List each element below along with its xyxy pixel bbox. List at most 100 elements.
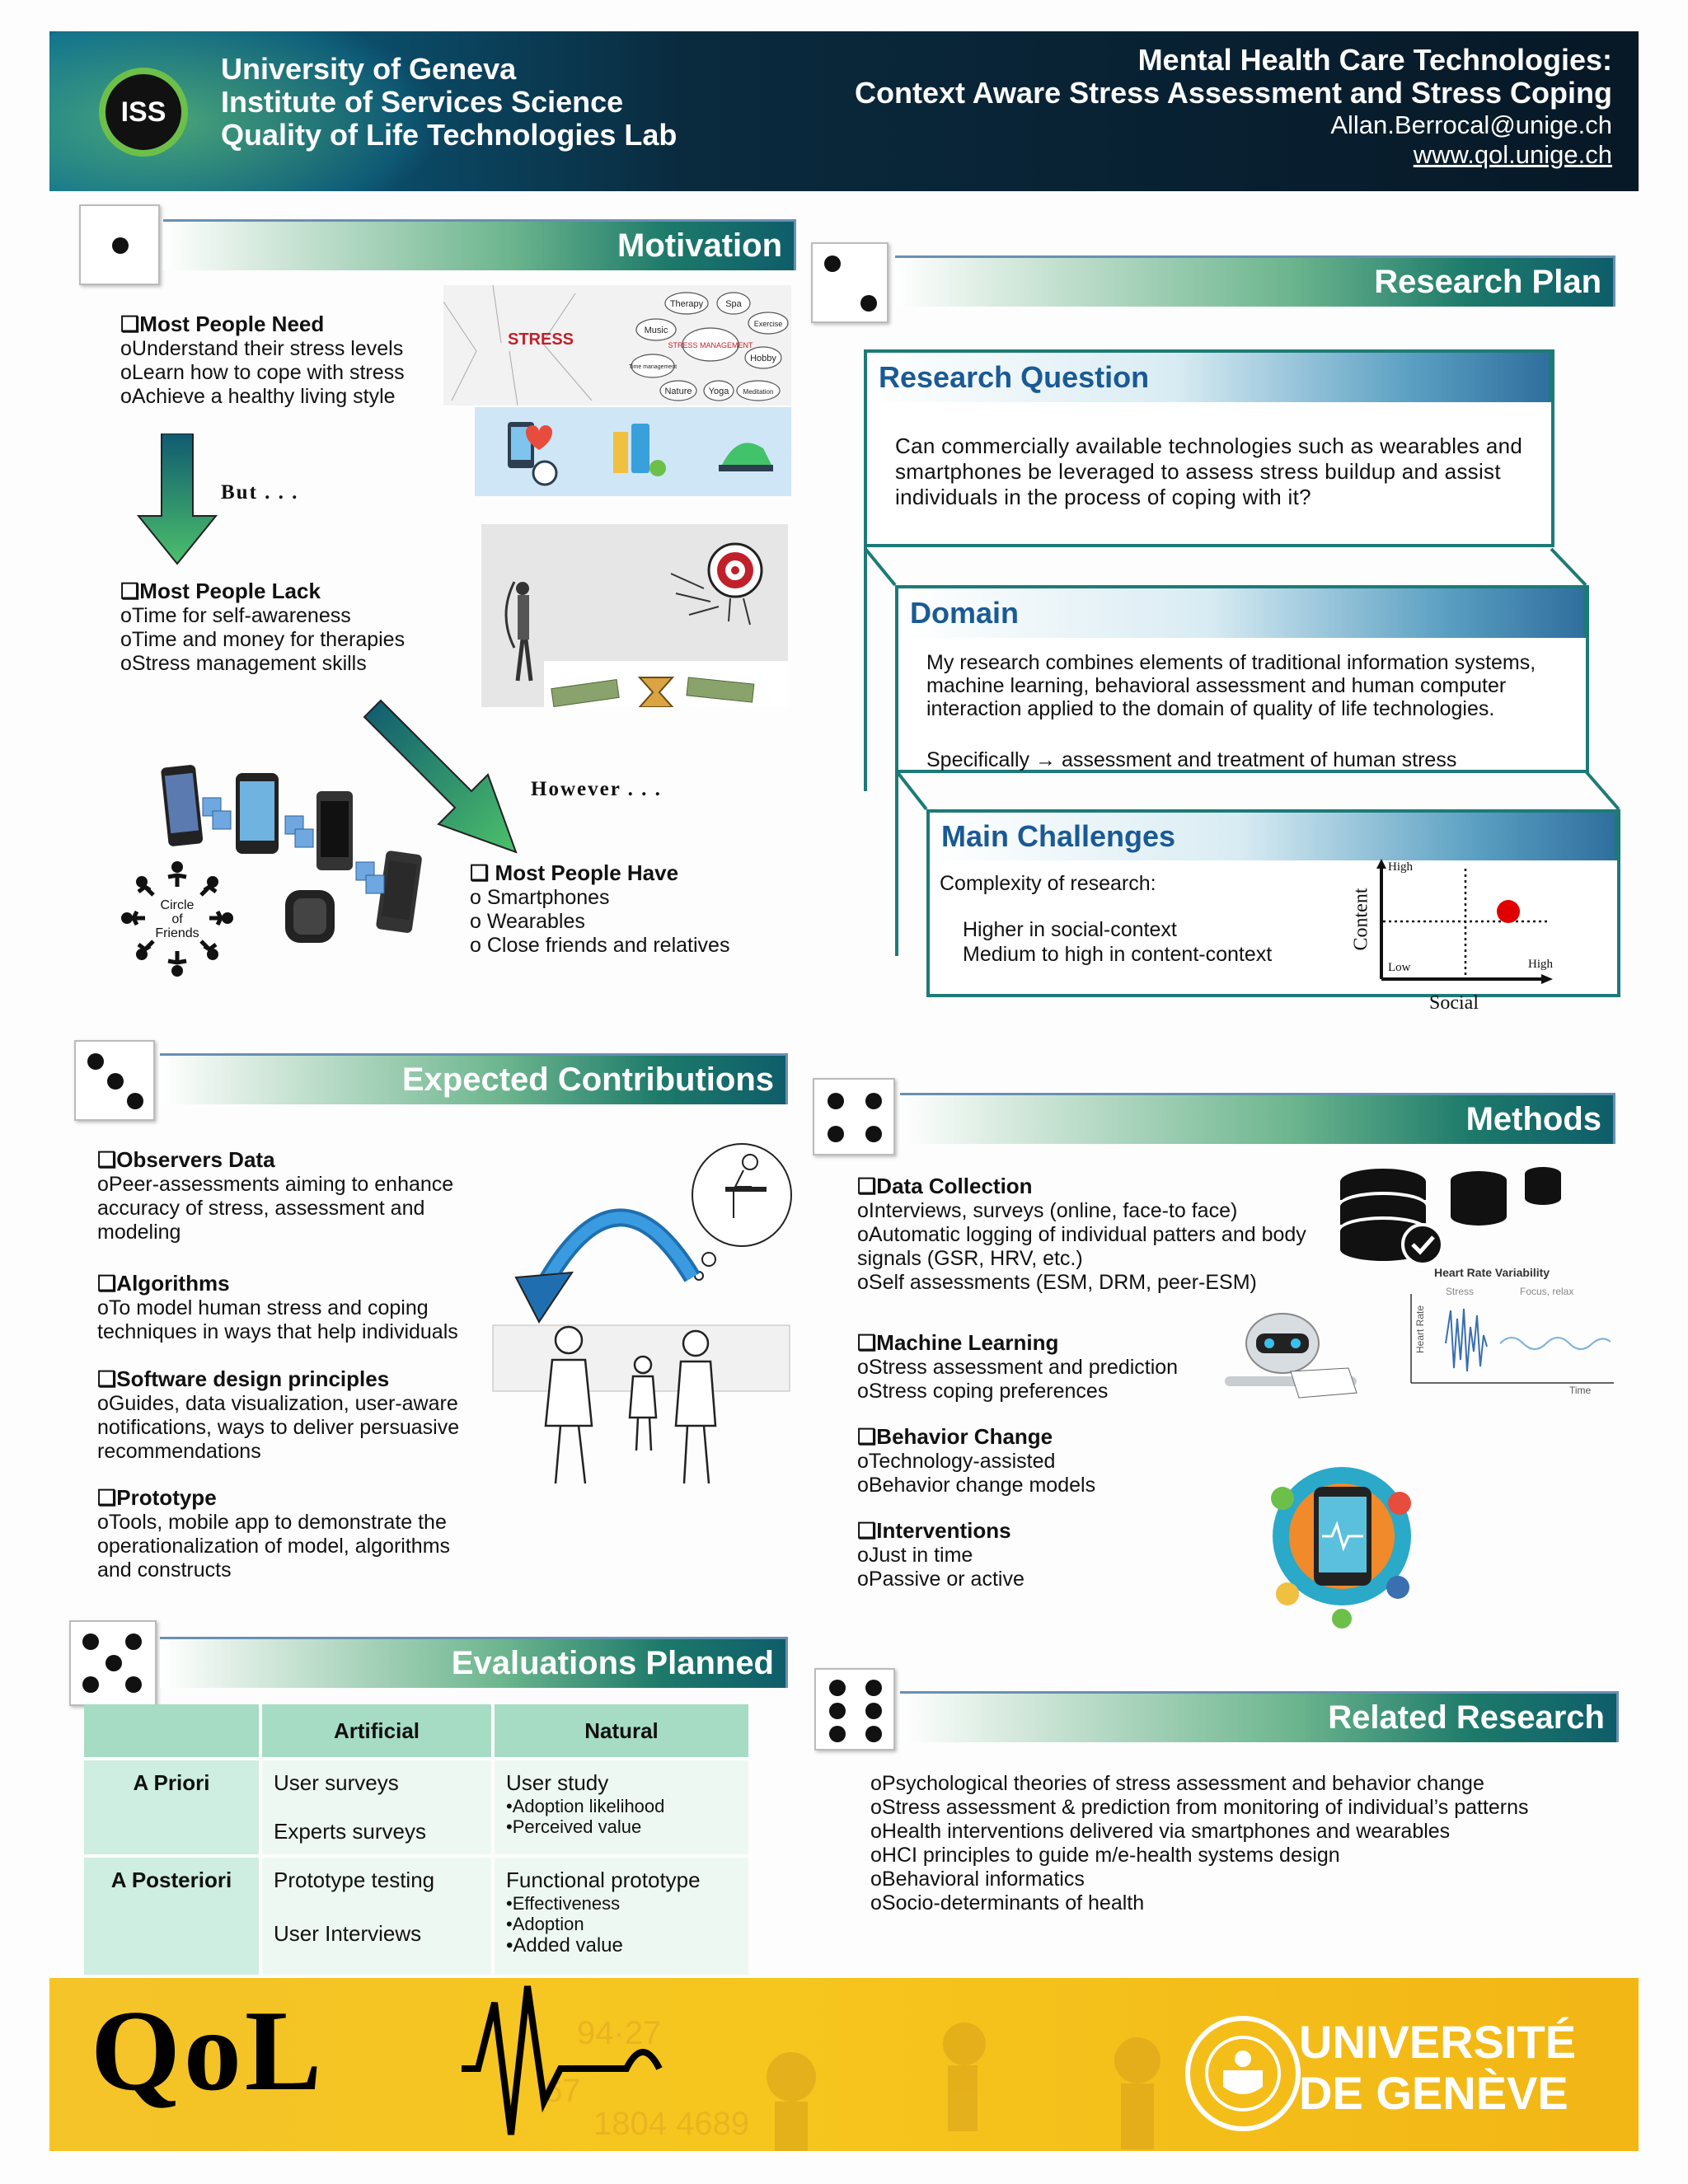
devices-image	[153, 758, 475, 974]
method-line: oBehavior change models	[857, 1474, 1096, 1497]
need-heading: ❑Most People Need	[120, 312, 325, 336]
qol-logo: QoL	[91, 1987, 326, 2115]
stress-word: STRESS	[508, 330, 574, 349]
but-label: But . . .	[221, 481, 299, 504]
hrv-x-label: Time	[1569, 1385, 1592, 1396]
evaluations-header: Evaluations Planned	[160, 1637, 788, 1688]
a-posteriori-artificial: Prototype testing User Interviews	[262, 1858, 491, 1975]
row-header-a-posteriori: A Posteriori	[84, 1858, 259, 1975]
related-item: oSocio-determinants of health	[870, 1891, 1145, 1915]
methods-header: Methods	[900, 1093, 1615, 1144]
method-line: oSelf assessments (ESM, DRM, peer-ESM)	[857, 1271, 1257, 1294]
related-item: oHealth interventions delivered via smar…	[870, 1820, 1451, 1843]
method-heading: ❑Data Collection	[857, 1174, 1033, 1198]
poster-header: ISS University of Geneva Institute of Se…	[49, 31, 1639, 191]
svg-text:94·27: 94·27	[577, 2015, 661, 2051]
website-link[interactable]: www.qol.unige.ch	[1413, 140, 1612, 169]
method-line: oAutomatic logging of individual patters…	[857, 1223, 1306, 1246]
contribution-line: modeling	[97, 1221, 181, 1244]
method-line: oTechnology-assisted	[857, 1450, 1056, 1473]
perspective-lines	[895, 770, 1620, 811]
domain-text: My research combines elements of traditi…	[926, 651, 1536, 720]
stress-word: Therapy	[670, 299, 704, 309]
table-bullet: •Added value	[506, 1934, 623, 1957]
die-two	[811, 242, 889, 323]
die-three	[74, 1040, 155, 1121]
challenges-intro: Complexity of research:	[940, 872, 1156, 895]
domain-specifically: Specifically → assessment and treatment …	[926, 748, 1457, 771]
poster-title-line-1: Mental Health Care Technologies:	[1137, 43, 1612, 77]
contributions-list: ❑Observers Data oPeer-assessments aiming…	[97, 1147, 526, 1582]
stress-word: Meditation	[743, 388, 774, 396]
related-item: oStress assessment & prediction from mon…	[870, 1796, 1529, 1819]
table-cell-text: Prototype testing	[274, 1868, 435, 1892]
lack-item: oTime and money for therapies	[120, 628, 406, 651]
perspective-lines	[864, 547, 1587, 587]
method-line: signals (GSR, HRV, etc.)	[857, 1247, 1083, 1270]
table-cell-text: User study	[506, 1770, 609, 1795]
connector-line	[864, 544, 867, 791]
stress-word: Hobby	[750, 354, 776, 363]
related-item: oPsychological theories of stress assess…	[870, 1772, 1484, 1795]
contribution-line: techniques in ways that help individuals	[97, 1320, 458, 1343]
circle-of-friends-icon: Circle of Friends	[115, 857, 239, 981]
method-line: oJust in time	[857, 1544, 973, 1567]
org-line-1: University of Geneva	[221, 52, 517, 86]
method-line: oStress coping preferences	[857, 1380, 1109, 1403]
contribution-line: and constructs	[97, 1558, 232, 1582]
stress-word: Music	[645, 326, 668, 335]
svg-text:1804 4689: 1804 4689	[593, 2106, 749, 2142]
a-priori-artificial: User surveys Experts surveys	[262, 1760, 491, 1854]
table-bullet: •Adoption likelihood	[506, 1796, 665, 1816]
research-question-heading: Research Question	[867, 353, 1551, 402]
heart-rate-variability-chart: Heart Rate Variability Stress Focus, rel…	[1404, 1261, 1622, 1403]
phone-health-image	[1258, 1454, 1428, 1637]
contribution-line: oGuides, data visualization, user-aware	[97, 1392, 458, 1415]
have-item: o Close friends and relatives	[470, 934, 730, 957]
contribution-heading: ❑Observers Data	[97, 1147, 275, 1172]
unige-name-line-1: UNIVERSITÉ	[1299, 2016, 1577, 2068]
stress-word: Yoga	[709, 387, 730, 396]
domain-heading: Domain	[898, 588, 1586, 638]
database-icon	[1337, 1162, 1568, 1269]
hrv-focus-label: Focus, relax	[1520, 1286, 1574, 1297]
contribution-heading: ❑Algorithms	[97, 1271, 230, 1296]
need-item: oLearn how to cope with stress	[120, 361, 405, 384]
connector-line	[895, 766, 898, 956]
need-item: oAchieve a healthy living style	[120, 385, 396, 408]
down-arrow-icon	[136, 433, 219, 565]
contribution-heading: ❑Software design principles	[97, 1366, 390, 1391]
contribution-line: oPeer-assessments aiming to enhance	[97, 1173, 454, 1196]
die-four	[813, 1078, 895, 1155]
axis-high-y: High	[1388, 860, 1413, 874]
robot-reading-image	[1217, 1310, 1373, 1409]
lack-item: oTime for self-awareness	[120, 604, 351, 627]
domain-box: Domain My research combines elements of …	[895, 585, 1589, 773]
stress-word: Time management	[629, 364, 677, 370]
stress-word: Exercise	[754, 320, 783, 328]
org-line-2: Institute of Services Science	[221, 85, 624, 119]
need-block: ❑Most People Need oUnderstand their stre…	[120, 312, 450, 409]
axis-low: Low	[1388, 961, 1411, 974]
challenges-item: Higher in social-context	[963, 918, 1177, 941]
contribution-line: recommendations	[97, 1440, 261, 1463]
have-block: ❑ Most People Have o Smartphones o Weara…	[470, 860, 799, 958]
table-corner	[84, 1704, 259, 1757]
table-cell-text: Functional prototype	[506, 1868, 701, 1892]
stress-wordcloud-image: STRESS Therapy Spa Exercise Music STRESS…	[443, 285, 791, 405]
contribution-line: accuracy of stress, assessment and	[97, 1197, 425, 1220]
contribution-heading: ❑Prototype	[97, 1485, 217, 1510]
axis-high-x: High	[1528, 958, 1553, 971]
die-five	[69, 1620, 157, 1706]
lack-heading: ❑Most People Lack	[120, 579, 321, 603]
contribution-line: notifications, ways to deliver persuasiv…	[97, 1416, 460, 1439]
have-heading: ❑ Most People Have	[470, 860, 679, 885]
research-plan-header: Research Plan	[895, 255, 1615, 307]
author-email[interactable]: Allan.Berrocal@unige.ch	[1330, 110, 1612, 139]
method-line: oPassive or active	[857, 1568, 1025, 1591]
main-challenges-heading: Main Challenges	[930, 813, 1617, 860]
unige-name-line-2: DE GENÈVE	[1299, 2067, 1568, 2119]
related-item: oBehavioral informatics	[870, 1868, 1085, 1891]
have-item: o Smartphones	[470, 886, 610, 909]
